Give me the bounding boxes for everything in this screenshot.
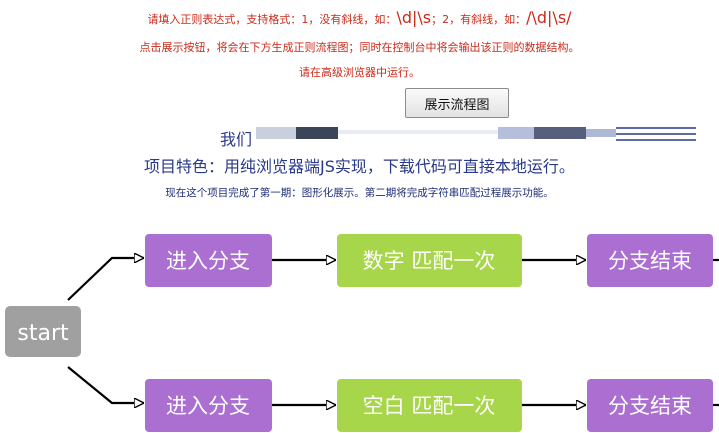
branch-1-end-node: 分支结束 xyxy=(587,234,713,287)
instruction-line-3: 请在高级浏览器中运行。 xyxy=(299,66,420,79)
instruction-line-1-prefix: 请填入正则表达式，支持格式：1，没有斜线，如： xyxy=(147,13,397,26)
branch-2-end-label: 分支结束 xyxy=(608,394,692,418)
instruction-line-1: 请填入正则表达式，支持格式：1，没有斜线，如：\d|\s；2，有斜线，如：/\d… xyxy=(0,8,719,27)
instruction-line-1-middle: ；2，有斜线，如： xyxy=(431,13,527,26)
branch-2-enter-label: 进入分支 xyxy=(166,394,250,418)
instruction-line-2: 点击展示按钮，将会在下方生成正则流程图；同时在控制台中将会输出该正则的数据结构。 xyxy=(139,41,580,54)
project-status: 现在这个项目完成了第一期：图形化展示。第二期将完成字符串匹配过程展示功能。 xyxy=(165,187,554,199)
example-no-slash: \d|\s xyxy=(396,8,432,27)
rendering-artifact xyxy=(256,127,696,141)
example-with-slash: /\d|\s/ xyxy=(526,8,572,27)
start-node: start xyxy=(5,306,81,357)
branch-1-enter-node: 进入分支 xyxy=(145,234,272,287)
render-flowchart-button[interactable]: 展示流程图 xyxy=(405,88,509,118)
branch-1-match-node: 数字 匹配一次 xyxy=(337,234,522,287)
branch-2-match-node: 空白 匹配一次 xyxy=(337,379,522,432)
branch-2-enter-node: 进入分支 xyxy=(145,379,272,432)
branch-1-enter-label: 进入分支 xyxy=(166,249,250,273)
feature-description: 项目特色：用纯浏览器端JS实现，下载代码可直接本地运行。 xyxy=(144,157,575,176)
partially-rendered-text: 我们 xyxy=(220,130,253,149)
flow-connectors xyxy=(67,258,719,405)
branch-2-match-label: 空白 匹配一次 xyxy=(363,394,496,418)
branch-1-match-label: 数字 匹配一次 xyxy=(363,249,496,273)
regex-flowchart: start 进入分支 数字 匹配一次 分支结束 进入分支 空白 匹配一次 分支结… xyxy=(5,234,719,432)
start-node-label: start xyxy=(17,321,69,346)
branch-1-end-label: 分支结束 xyxy=(608,249,692,273)
branch-2-end-node: 分支结束 xyxy=(587,379,713,432)
